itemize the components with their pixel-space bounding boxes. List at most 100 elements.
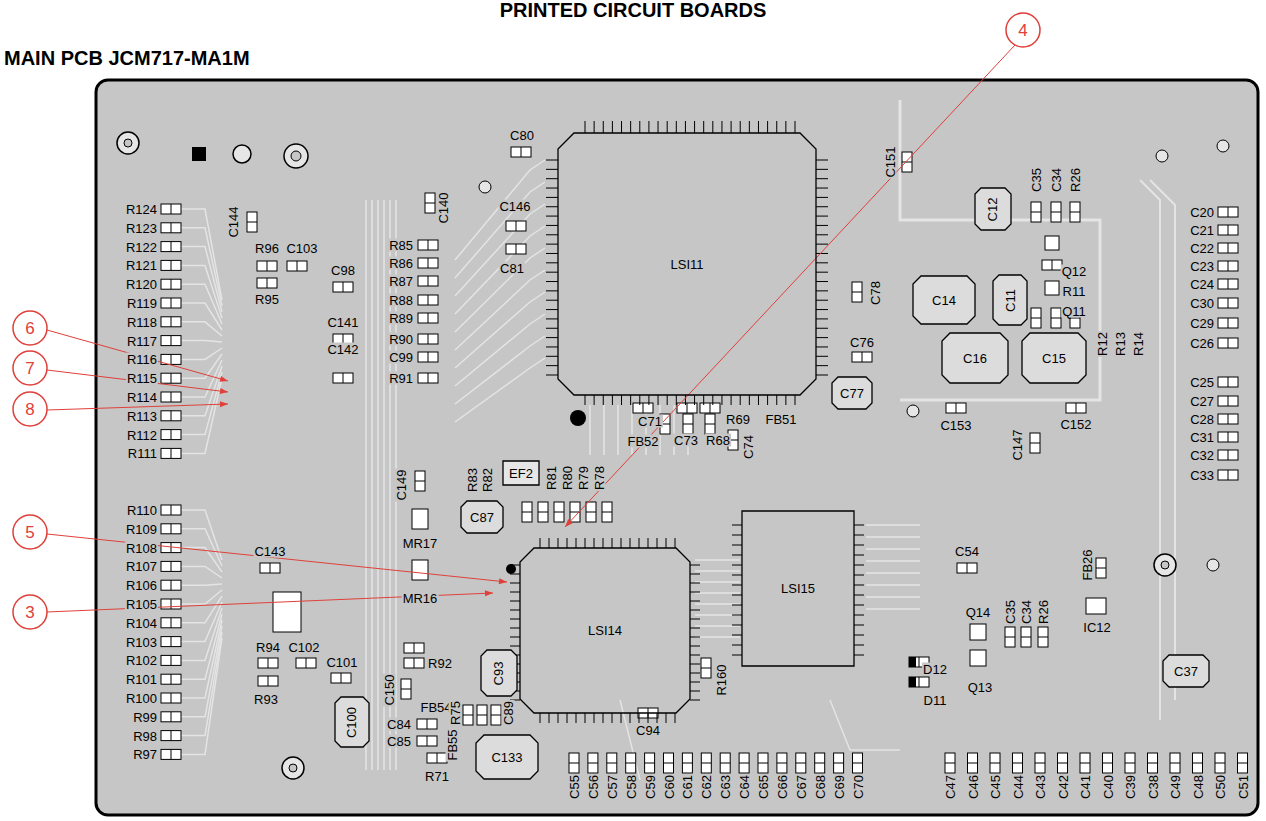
trace bbox=[181, 638, 222, 754]
trace bbox=[181, 566, 222, 578]
smd-pad bbox=[1193, 763, 1203, 764]
smd-pad bbox=[428, 276, 429, 286]
chip-pin bbox=[639, 713, 640, 723]
smd-pad bbox=[700, 403, 720, 413]
part-label: R104 bbox=[125, 616, 158, 629]
smd-pad bbox=[1042, 260, 1062, 270]
smd-pad bbox=[701, 763, 711, 764]
chip-pin bbox=[546, 244, 558, 245]
chip-pin bbox=[740, 121, 741, 133]
smd-pad bbox=[171, 354, 172, 364]
component-label: C77 bbox=[840, 387, 864, 400]
smd-pad bbox=[418, 258, 438, 268]
trace bbox=[181, 284, 222, 324]
part-label: C63 bbox=[719, 774, 732, 800]
part-label: C47 bbox=[944, 774, 957, 800]
chip-pin bbox=[816, 244, 828, 245]
smd-pad bbox=[554, 502, 564, 522]
smd-pad bbox=[1218, 470, 1238, 480]
smd-pad bbox=[1228, 207, 1229, 217]
smd-pad bbox=[287, 261, 307, 271]
chip-pin bbox=[732, 595, 742, 596]
chip-pin bbox=[648, 121, 649, 133]
chip-pin bbox=[546, 365, 558, 366]
smd-pad bbox=[1228, 298, 1229, 308]
chip-pin bbox=[690, 583, 700, 584]
smd-pad bbox=[607, 753, 617, 773]
chip-pin bbox=[690, 574, 700, 575]
part-label: C40 bbox=[1101, 774, 1114, 800]
chip-pin bbox=[510, 646, 520, 647]
smd-pad bbox=[415, 471, 425, 491]
smd-pad bbox=[1218, 261, 1238, 271]
smd-pad bbox=[171, 655, 172, 665]
chip-pin bbox=[576, 713, 577, 723]
component-body bbox=[412, 509, 428, 529]
smd-pad bbox=[258, 676, 278, 686]
component-label: C87 bbox=[470, 511, 494, 524]
part-label: R117 bbox=[126, 334, 158, 347]
outline-path bbox=[1163, 655, 1209, 687]
part-label: R109 bbox=[125, 522, 158, 535]
chip-pin bbox=[546, 169, 558, 170]
smd-pad bbox=[522, 502, 532, 522]
chip-pin bbox=[854, 595, 864, 596]
chip-pin bbox=[585, 713, 586, 723]
smd-pad bbox=[626, 763, 636, 764]
trace bbox=[365, 200, 367, 770]
smd-pad bbox=[1218, 377, 1238, 387]
smd-pad bbox=[417, 736, 437, 746]
smd-pad bbox=[683, 414, 693, 434]
smd-pad bbox=[171, 411, 172, 421]
chip-pin bbox=[854, 645, 864, 646]
smd-pad bbox=[506, 221, 526, 231]
outline-path bbox=[913, 276, 975, 324]
smd-pad bbox=[1038, 627, 1048, 647]
smd-pad bbox=[853, 763, 863, 764]
chip-pin bbox=[690, 655, 700, 656]
part-label: MR16 bbox=[402, 592, 439, 605]
chip-pin bbox=[510, 601, 520, 602]
smd-pad bbox=[990, 763, 1000, 764]
smd-pad bbox=[588, 753, 598, 773]
smd-pad bbox=[1051, 318, 1061, 319]
arrowhead bbox=[219, 376, 228, 382]
chip-pin bbox=[546, 197, 558, 198]
smd-pad bbox=[1228, 414, 1229, 424]
smd-pad bbox=[161, 618, 181, 628]
chip-pin bbox=[690, 691, 700, 692]
chip-pin bbox=[690, 601, 700, 602]
smd-pad bbox=[1070, 212, 1080, 213]
part-label: C57 bbox=[605, 774, 618, 800]
smd-pad bbox=[428, 313, 429, 323]
part-label: C51 bbox=[1236, 774, 1249, 800]
trace bbox=[455, 270, 545, 350]
part-label: C103 bbox=[285, 242, 318, 255]
part-label: R160 bbox=[715, 663, 728, 696]
chip-pin bbox=[767, 395, 768, 405]
part-label: R80 bbox=[561, 465, 574, 491]
smd-pad bbox=[296, 658, 316, 668]
chip-pin bbox=[712, 121, 713, 133]
smd-pad bbox=[945, 763, 955, 764]
part-label: C25 bbox=[1189, 376, 1215, 389]
part-label: C62 bbox=[700, 774, 713, 800]
chip-pin bbox=[732, 555, 742, 556]
chip-pin bbox=[630, 713, 631, 723]
trace bbox=[673, 405, 675, 455]
smd-pad bbox=[758, 753, 768, 773]
smd-pad bbox=[588, 763, 598, 764]
chip-pin bbox=[854, 565, 864, 566]
chip-pin bbox=[567, 538, 568, 548]
chip-pin bbox=[758, 121, 759, 133]
part-label: C24 bbox=[1189, 278, 1215, 291]
smd-pad bbox=[401, 679, 411, 699]
part-label: C34 bbox=[1020, 599, 1033, 625]
smd-pad bbox=[171, 674, 172, 684]
trace bbox=[181, 341, 222, 342]
smd-pad bbox=[418, 295, 438, 305]
smd-pad bbox=[862, 352, 863, 362]
trace bbox=[866, 596, 920, 598]
smd-pad bbox=[626, 753, 636, 773]
smd-pad bbox=[428, 352, 429, 362]
